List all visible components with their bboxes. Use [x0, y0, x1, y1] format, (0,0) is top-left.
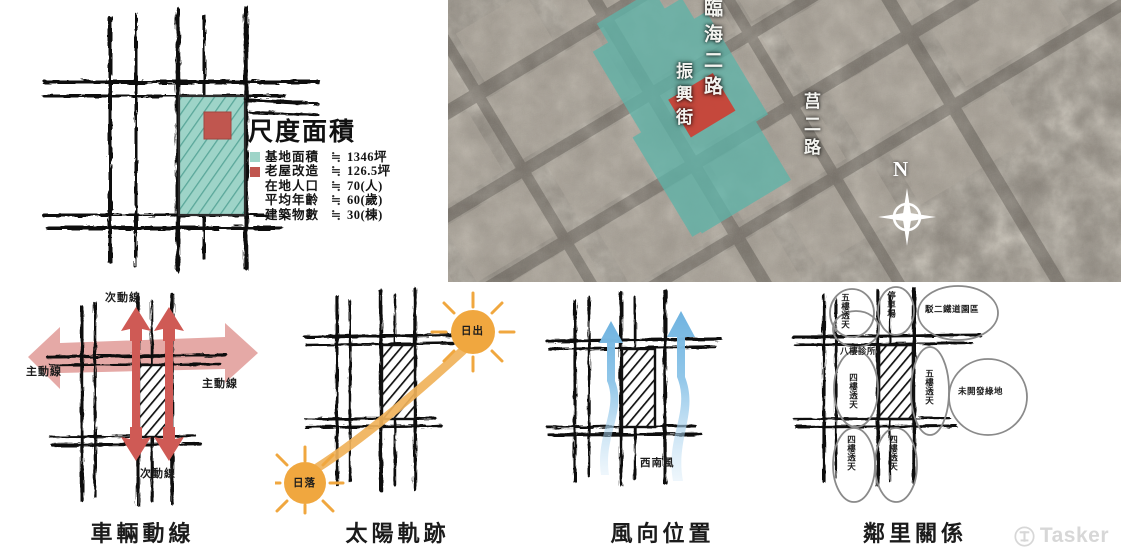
tasker-watermark-text: Tasker	[1039, 524, 1109, 547]
legend-label: 老屋改造	[265, 164, 320, 179]
street-label-linhai-2nd-road: 臨海二路	[701, 0, 722, 102]
label-nb-8f-clinic: 八樓診所	[840, 346, 877, 356]
legend-row: 基地面積 ≒ 1346坪	[250, 150, 391, 164]
legend-approx: ≒	[330, 193, 342, 208]
panel-neighborhood-relations: 五樓透天 停車場 駁二鐵道園區 八樓診所 四樓透天 五樓透天 未開發綠地 四樓透…	[790, 285, 1040, 560]
label-main-circulation-left: 主動線	[26, 366, 62, 378]
compass-rose-icon	[878, 188, 936, 246]
panel-title-wind-direction: 風向位置	[610, 521, 715, 546]
label-secondary-circulation-top: 次動線	[105, 292, 141, 304]
legend-approx: ≒	[330, 164, 342, 179]
panel-title-sun-path: 太陽軌跡	[345, 521, 450, 546]
legend-row: 建築物數 ≒ 30(棟)	[250, 208, 391, 222]
vehicle-circulation-svg	[28, 293, 258, 507]
sun-path-svg	[267, 287, 516, 515]
label-nb-4f-townhouse-c: 四樓透天	[888, 435, 899, 471]
legend-label: 基地面積	[265, 150, 320, 164]
site-plan-diagram: 尺度面積 基地面積 ≒ 1346坪 老屋改造 ≒ 126.5坪 在地人口 ≒ 7…	[18, 0, 438, 285]
label-nb-undeveloped-green: 未開發綠地	[958, 386, 1004, 396]
label-nb-4f-townhouse-b: 四樓透天	[846, 435, 857, 471]
label-nb-5f-townhouse-b: 五樓透天	[924, 369, 935, 405]
legend-value: 70(人)	[347, 178, 383, 193]
site-block-hatched	[620, 347, 657, 429]
legend-value: 126.5坪	[347, 164, 391, 179]
label-main-circulation-right: 主動線	[202, 378, 238, 390]
sunset-sun-icon	[267, 445, 345, 515]
legend-value: 30(棟)	[347, 207, 383, 222]
sunrise-sun-icon	[430, 291, 516, 373]
site-block-hatched	[877, 343, 915, 421]
legend-title: 尺度面積	[248, 119, 357, 146]
renovation-block	[203, 111, 232, 140]
panel-sun-path: 日出 日落 太陽軌跡	[267, 285, 520, 560]
legend-approx: ≒	[330, 178, 342, 193]
secondary-flow-arrows	[121, 307, 184, 461]
legend-row: 老屋改造 ≒ 126.5坪	[250, 164, 391, 178]
legend-label: 平均年齡	[265, 193, 320, 208]
panel-title-vehicle-circulation: 車輛動線	[90, 521, 195, 546]
legend-label: 在地人口	[265, 178, 320, 193]
aerial-photo-panel: 臨海二路 振興街 莒二路	[448, 0, 1121, 282]
aerial-photo-image	[448, 0, 1121, 282]
legend-approx: ≒	[330, 150, 342, 164]
wind-direction-svg	[545, 289, 723, 487]
street-stubs	[244, 98, 320, 117]
site-overlay-teal	[592, 0, 792, 237]
wind-flow-arrows	[599, 311, 695, 481]
legend-value: 1346坪	[347, 150, 388, 164]
label-sunset: 日落	[293, 478, 316, 489]
street-label-zhenxing-street: 振興街	[673, 62, 692, 131]
legend-row: 在地人口 ≒ 70(人)	[250, 179, 391, 193]
legend-swatch-none	[250, 181, 260, 191]
panel-wind-direction: 西南風 風向位置	[545, 285, 780, 560]
label-nb-pier2-rail-park: 駁二鐵道園區	[925, 304, 980, 314]
panel-title-neighborhood-relations: 鄰里關係	[862, 521, 967, 546]
legend-swatch-none	[250, 210, 260, 220]
tasker-watermark: Tasker	[1014, 524, 1109, 548]
tasker-logo-icon	[1014, 525, 1035, 547]
legend-swatch-renovation	[250, 166, 260, 177]
renovation-overlay-red	[668, 72, 736, 138]
label-nb-4f-townhouse-a: 四樓透天	[848, 373, 859, 409]
neighborhood-relations-svg	[792, 285, 1028, 503]
legend-value: 60(歲)	[347, 193, 383, 208]
legend-swatch-site	[250, 152, 260, 163]
compass-north-label: N	[893, 157, 909, 181]
neighbor-bubbles	[829, 285, 1028, 503]
panel-vehicle-circulation: 次動線 主動線 主動線 次動線 車輛動線	[20, 285, 265, 560]
label-nb-parking-lot: 停車場	[886, 291, 897, 318]
legend-row: 平均年齡 ≒ 60(歲)	[250, 193, 391, 207]
label-southwest-wind: 西南風	[640, 458, 675, 469]
site-plan-svg	[42, 5, 320, 273]
legend-table: 基地面積 ≒ 1346坪 老屋改造 ≒ 126.5坪 在地人口 ≒ 70(人) …	[250, 150, 391, 222]
label-nb-5f-townhouse-a: 五樓透天	[840, 293, 851, 329]
label-sunrise: 日出	[461, 326, 484, 337]
legend-approx: ≒	[330, 207, 342, 222]
legend-label: 建築物數	[265, 207, 320, 222]
label-secondary-circulation-bottom: 次動線	[140, 468, 176, 480]
legend-swatch-none	[250, 195, 260, 205]
street-label-ju-2nd-road: 莒二路	[801, 92, 820, 161]
